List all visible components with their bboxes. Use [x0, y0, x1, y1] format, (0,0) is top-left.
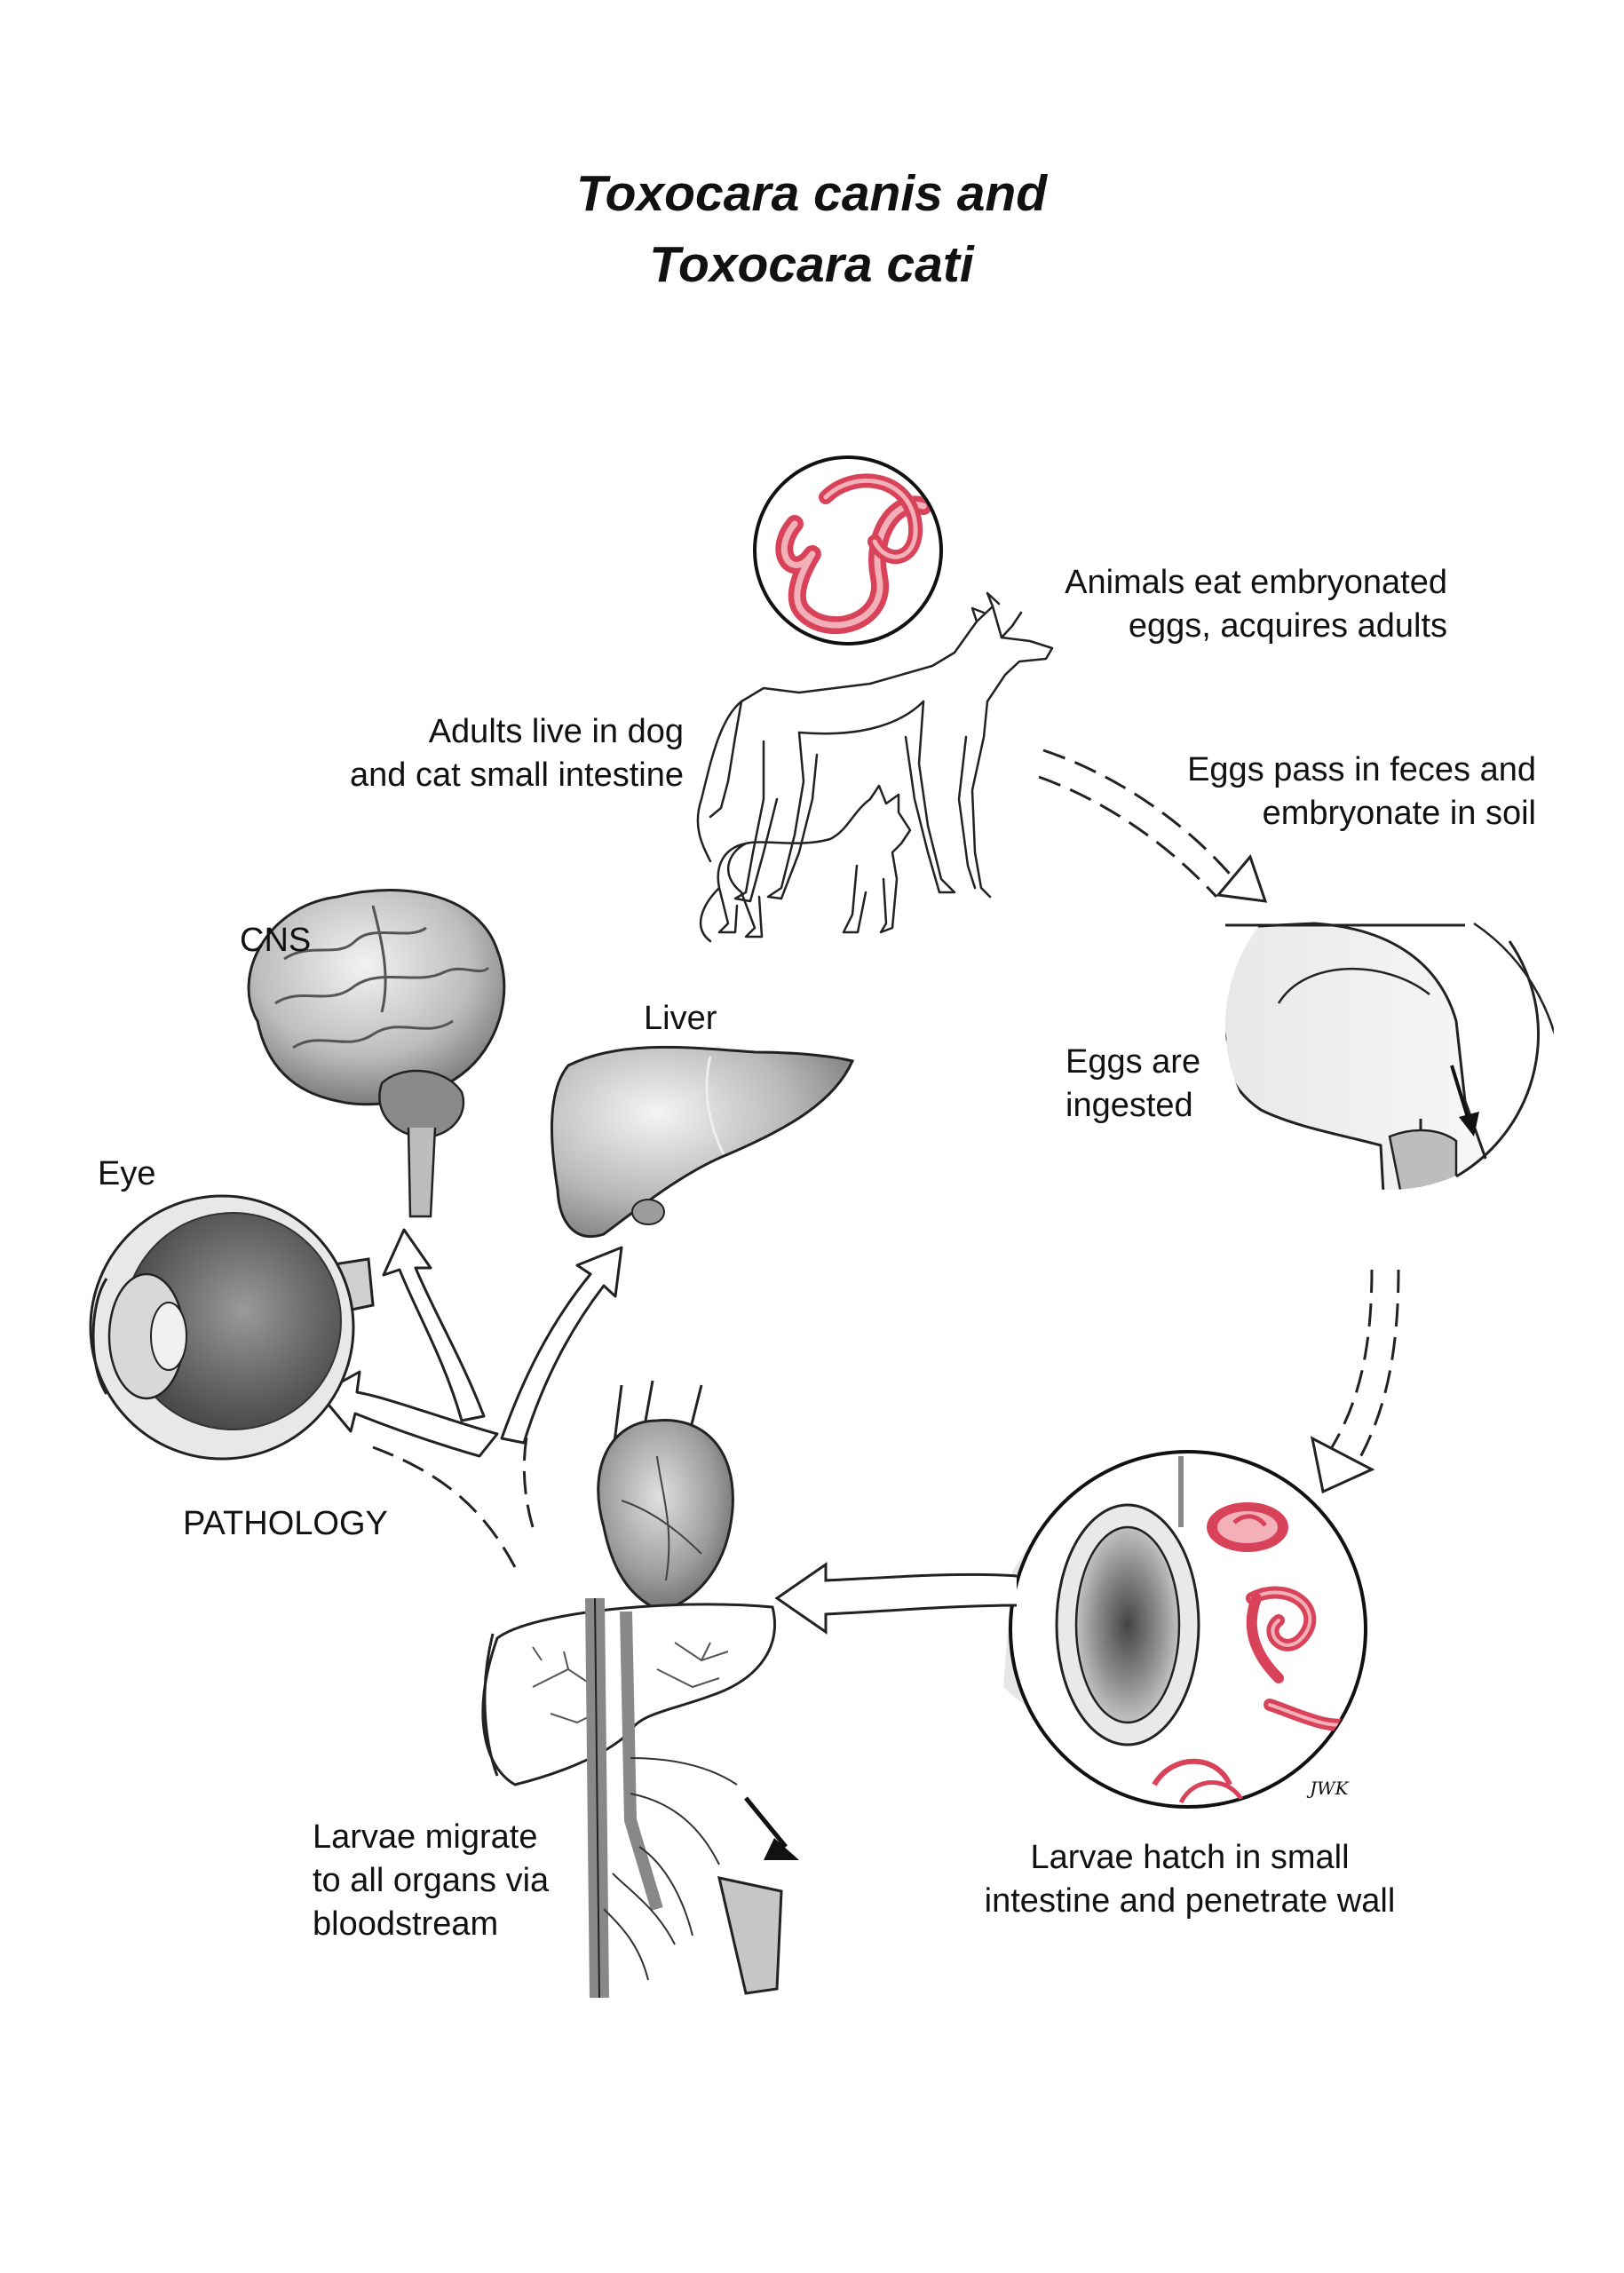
- label-larvae-migrate: Larvae migrate to all organs via bloodst…: [313, 1816, 549, 1946]
- label-larvae-hatch-line-1: Larvae hatch in small: [1030, 1839, 1350, 1876]
- heart-liver-vessels-drawing: [481, 1380, 799, 1999]
- label-eggs-ingested: Eggs are ingested: [1066, 1041, 1200, 1128]
- label-eye: Eye: [98, 1155, 156, 1192]
- arrow-eggs-pass-icon: [1038, 748, 1268, 903]
- arrow-to-bloodstream-icon: [774, 1562, 1018, 1635]
- label-larvae-hatch: Larvae hatch in small intestine and pene…: [915, 1836, 1465, 1923]
- label-eggs-pass-line-2: embryonate in soil: [1262, 795, 1536, 832]
- brain-cns-icon: [247, 889, 506, 1218]
- label-pathology: PATHOLOGY: [183, 1505, 388, 1542]
- label-larvae-migrate-line-1: Larvae migrate: [313, 1818, 538, 1856]
- label-eggs-pass-line-1: Eggs pass in feces and: [1187, 751, 1536, 788]
- label-animals-eat-line-2: eggs, acquires adults: [1128, 607, 1447, 645]
- label-larvae-migrate-line-2: to all organs via: [313, 1862, 550, 1899]
- label-animals-eat-line-1: Animals eat embryonated: [1065, 564, 1447, 601]
- label-adults-live-line-2: and cat small intestine: [350, 756, 684, 794]
- arrow-to-intestine-icon: [1310, 1269, 1400, 1494]
- label-eggs-ingested-line-2: ingested: [1066, 1087, 1193, 1124]
- label-cns: CNS: [240, 922, 312, 959]
- label-eggs-pass: Eggs pass in feces and embryonate in soi…: [1012, 748, 1536, 836]
- diagram-title-line-2: Toxocara cati: [649, 236, 974, 293]
- head-cross-section-drawing: [1225, 922, 1554, 1190]
- label-animals-eat: Animals eat embryonated eggs, acquires a…: [932, 561, 1447, 648]
- dog-and-cat-drawing: [696, 591, 1054, 943]
- label-adults-live-line-1: Adults live in dog: [428, 713, 684, 750]
- label-eggs-ingested-line-1: Eggs are: [1066, 1043, 1201, 1081]
- intestine-larvae-circle-icon: [1003, 1450, 1367, 1809]
- adult-worm-circle-icon: [753, 455, 943, 645]
- label-adults-live: Adults live in dog and cat small intesti…: [222, 710, 684, 797]
- label-larvae-migrate-line-3: bloodstream: [313, 1905, 499, 1943]
- label-larvae-hatch-line-2: intestine and penetrate wall: [984, 1882, 1396, 1920]
- label-liver: Liver: [644, 1000, 717, 1037]
- artist-signature: JWK: [1310, 1778, 1349, 1799]
- eye-icon: [89, 1194, 375, 1461]
- liver-icon: [550, 1045, 855, 1238]
- diagram-title-line-1: Toxocara canis and: [575, 165, 1048, 222]
